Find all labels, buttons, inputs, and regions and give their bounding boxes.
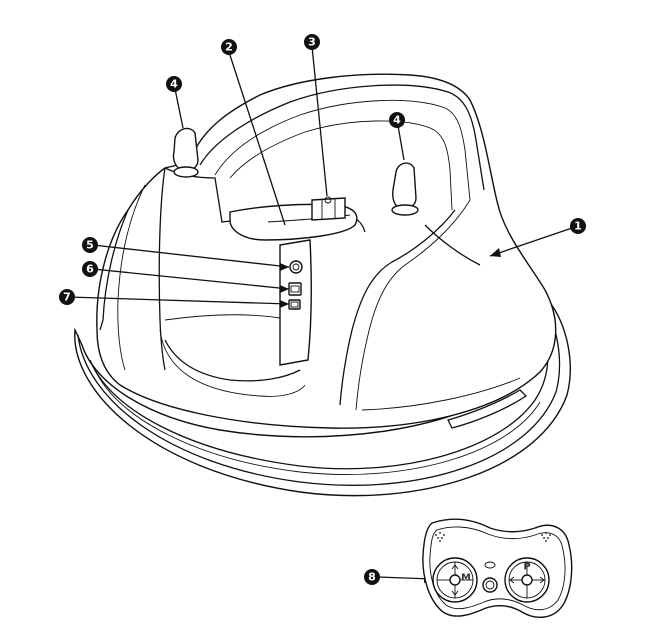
callout-6-label: 6 — [86, 263, 94, 276]
leader-lines — [67, 45, 579, 583]
remote-center-button[interactable] — [482, 561, 498, 593]
remote-speaker-left — [435, 532, 445, 542]
callout-8: 8 — [364, 569, 380, 585]
callout-5-label: 5 — [86, 239, 94, 252]
remote-speaker-right — [541, 532, 551, 542]
callout-4-right: 4 — [389, 112, 405, 128]
remote-m-label: M — [461, 573, 471, 584]
callout-7: 7 — [59, 289, 75, 305]
callout-2: 2 — [221, 39, 237, 55]
callout-6: 6 — [82, 261, 98, 277]
bumper-base — [74, 299, 571, 497]
bumper-body-shell — [96, 73, 557, 429]
callout-1: 1 — [570, 218, 586, 234]
callout-badges: 1 2 3 4 4 5 6 7 — [59, 34, 586, 585]
callout-7-label: 7 — [63, 291, 71, 304]
callout-4-right-label: 4 — [393, 114, 401, 127]
console-ports — [288, 260, 303, 310]
remote-p-label: P — [523, 562, 530, 573]
remote-right-dpad[interactable]: P — [504, 557, 550, 603]
callout-4-left-label: 4 — [170, 78, 178, 91]
callout-5: 5 — [82, 237, 98, 253]
callout-8-label: 8 — [368, 571, 376, 584]
callout-3: 3 — [304, 34, 320, 50]
right-joystick — [391, 162, 419, 216]
callout-2-label: 2 — [225, 41, 233, 54]
remote-control: M P — [422, 518, 573, 618]
left-joystick — [172, 127, 199, 178]
remote-left-dpad[interactable]: M — [432, 557, 478, 603]
callout-1-label: 1 — [574, 220, 582, 233]
callout-3-label: 3 — [308, 36, 316, 49]
callout-4-left: 4 — [166, 76, 182, 92]
